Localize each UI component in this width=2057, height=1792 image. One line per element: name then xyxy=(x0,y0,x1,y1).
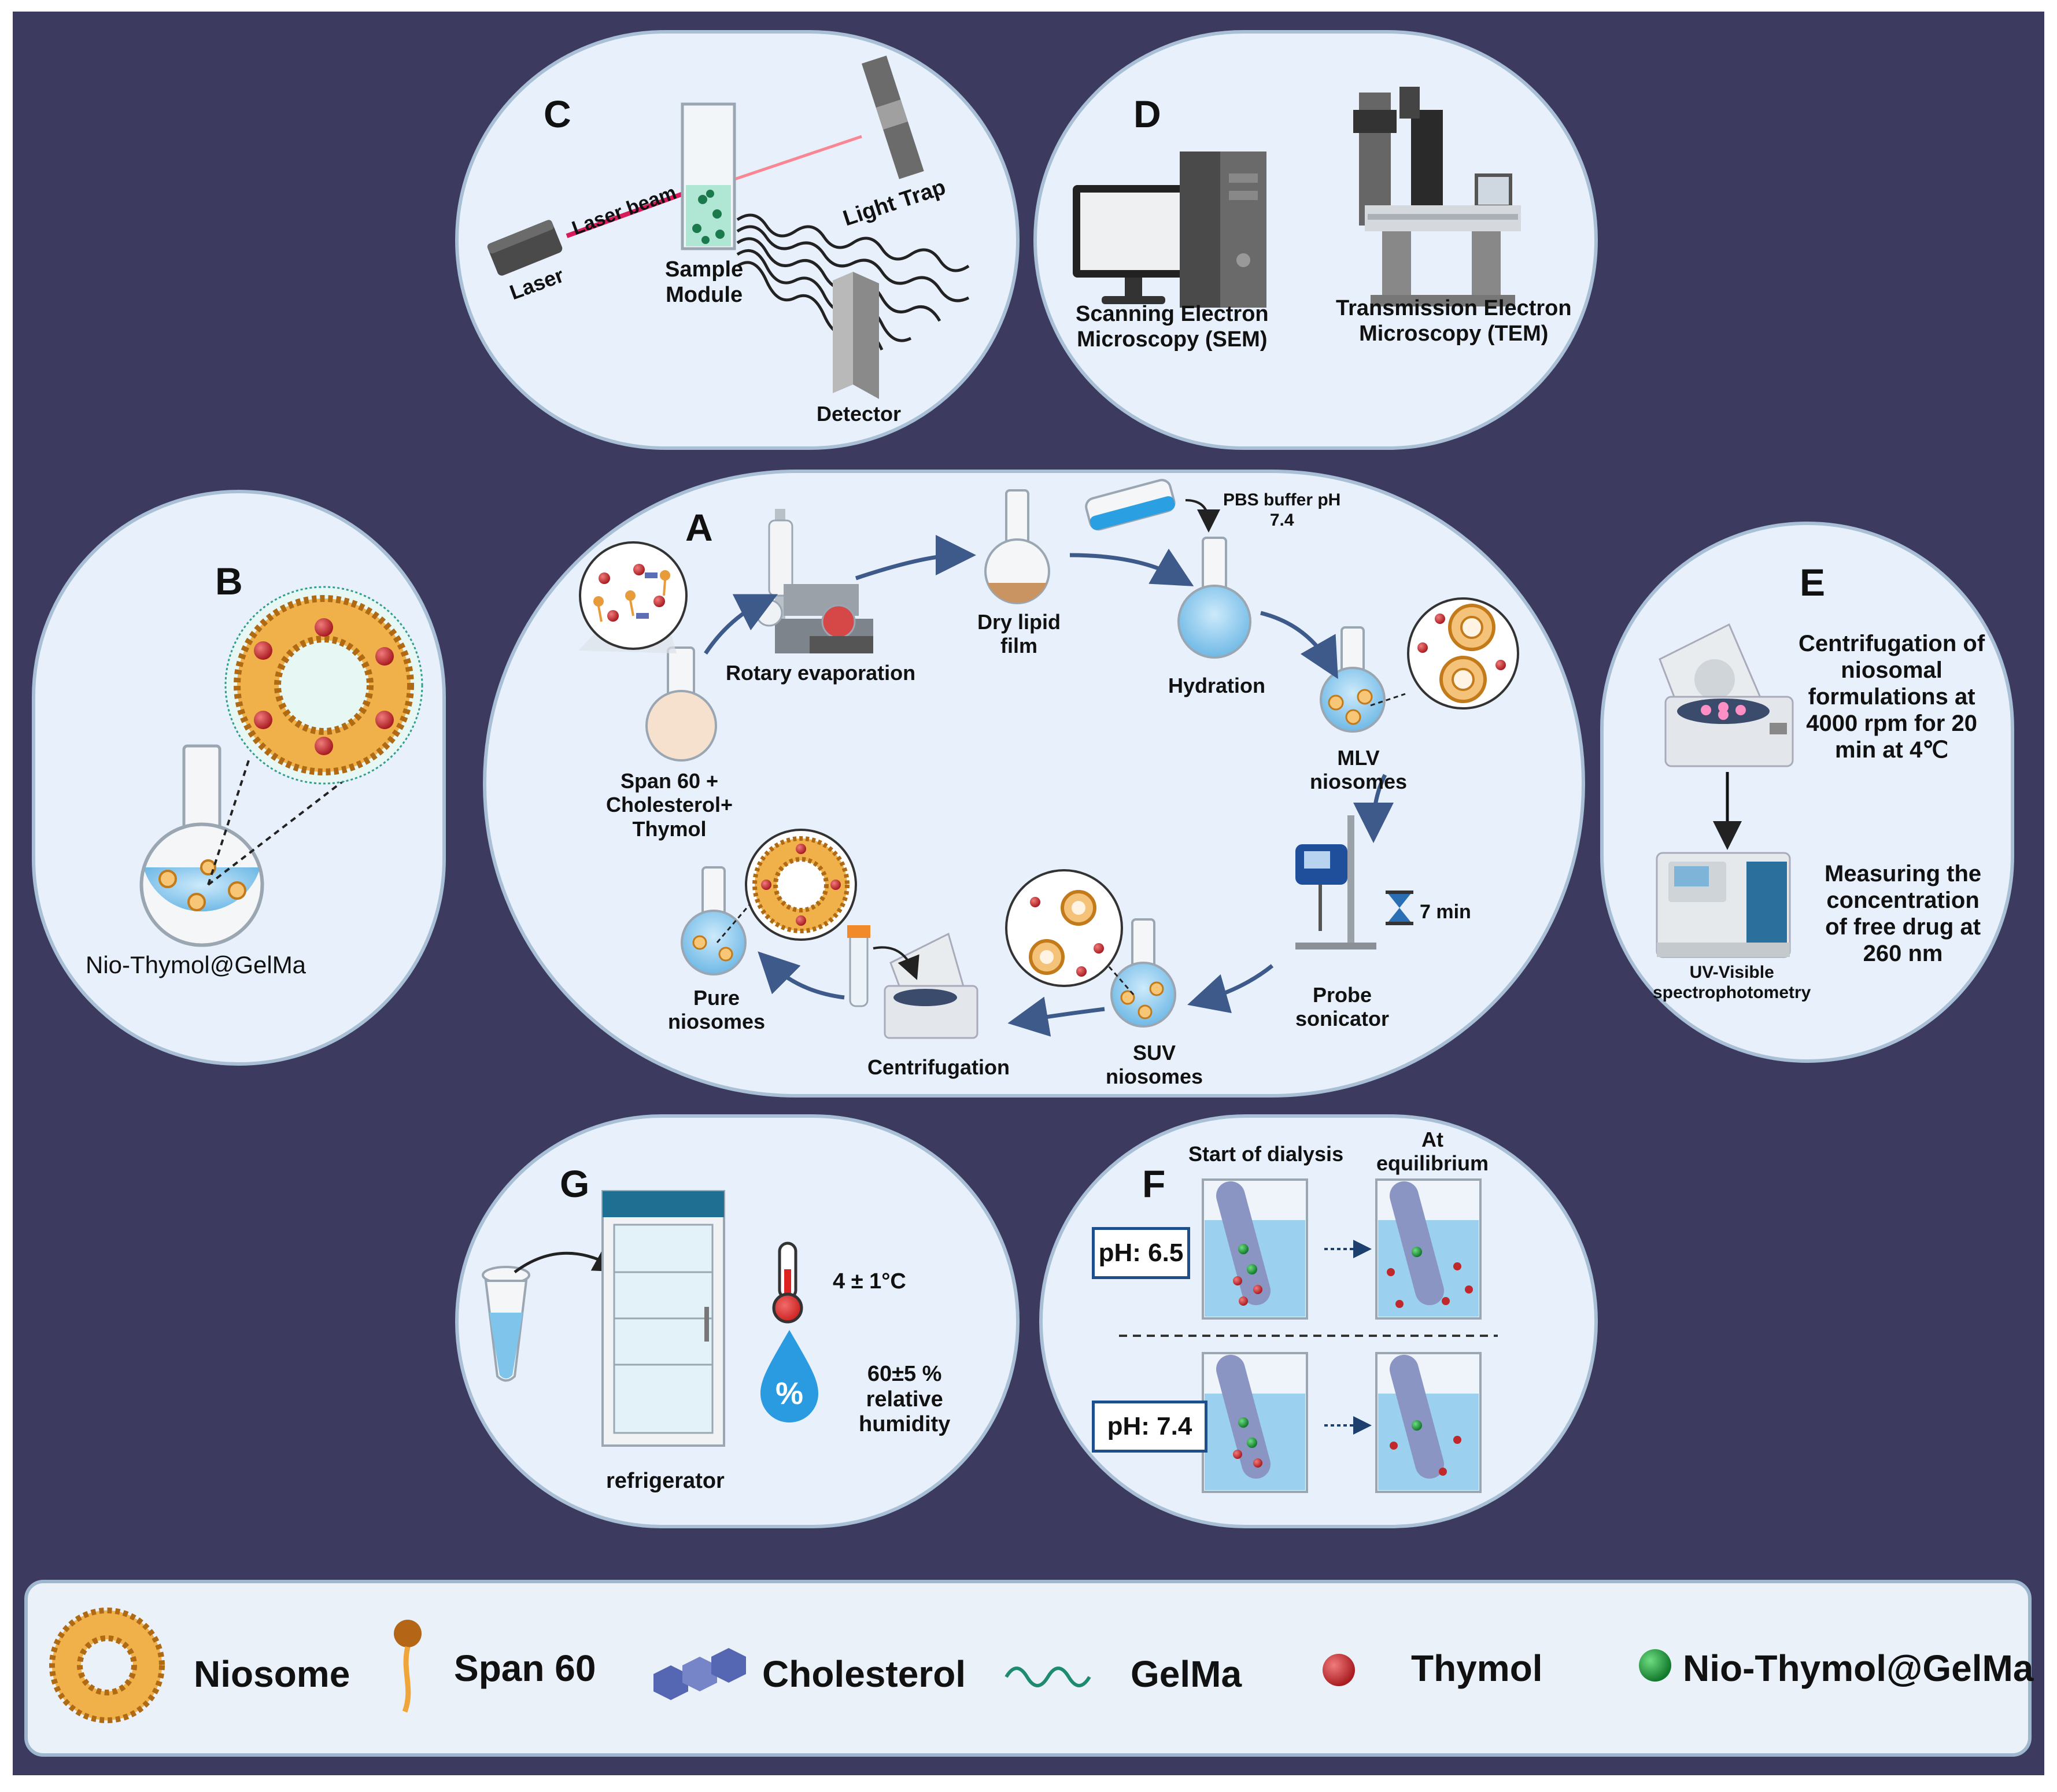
panel-c-letter: C xyxy=(544,93,571,135)
sample-module-label: Sample Module xyxy=(665,257,744,307)
flask-b xyxy=(139,744,264,947)
panel-b xyxy=(32,490,446,1066)
flask-suv xyxy=(1110,918,1176,1028)
centrifuge-a xyxy=(847,925,978,1039)
panel-b-letter: B xyxy=(215,560,243,603)
humidity-label: 60±5 % relative humidity xyxy=(859,1362,951,1437)
flask-hydration xyxy=(1177,537,1251,659)
panel-c xyxy=(455,30,1020,450)
e-measuring-text: Measuring the concentration of free drug… xyxy=(1825,861,1982,966)
uv-label: UV-Visible spectrophotometry xyxy=(1653,963,1811,1002)
start-dialysis-label: Start of dialysis xyxy=(1188,1142,1344,1166)
legend-span60-label: Span 60 xyxy=(454,1647,596,1689)
gelma-icon xyxy=(1005,1667,1091,1687)
beaker-eq-65 xyxy=(1375,1178,1482,1320)
beaker-start-65 xyxy=(1202,1178,1308,1320)
centrifuge-e xyxy=(1659,623,1794,767)
niosome-icon xyxy=(49,1608,165,1723)
legend-box xyxy=(24,1580,2032,1757)
mlv-zoom xyxy=(1407,597,1519,710)
nio-thymol-gelma-icon xyxy=(1639,1649,1671,1682)
refrigerator-icon xyxy=(601,1190,725,1447)
ingredient-circle xyxy=(579,541,688,650)
refrigerator-label: refrigerator xyxy=(606,1469,725,1493)
step-pure-label: Pure niosomes xyxy=(668,986,766,1034)
step-time-label: 7 min xyxy=(1420,901,1471,923)
humidity-icon: % xyxy=(760,1330,818,1422)
pure-zoom xyxy=(745,829,857,941)
equilibrium-label: At equilibrium xyxy=(1376,1128,1489,1176)
panel-d-letter: D xyxy=(1133,93,1161,135)
panel-f-letter: F xyxy=(1142,1162,1166,1205)
step-start-label: Span 60 + Cholesterol+ Thymol xyxy=(606,769,733,841)
panel-f xyxy=(1039,1114,1598,1528)
laser-device xyxy=(487,220,563,276)
sem-label: Scanning Electron Microscopy (SEM) xyxy=(1076,302,1269,352)
flask-start xyxy=(645,646,717,762)
flask-mlv xyxy=(1320,626,1386,733)
thymol-icon xyxy=(1323,1654,1355,1686)
light-trap xyxy=(862,56,924,179)
legend-nio-thymol-gelma-label: Nio-Thymol@GelMa xyxy=(1683,1647,2034,1689)
tem-label: Transmission Electron Microscopy (TEM) xyxy=(1336,296,1572,346)
pbs-buffer-flask xyxy=(1085,479,1220,533)
panel-a-letter: A xyxy=(685,506,713,549)
beaker-start-74 xyxy=(1202,1352,1308,1493)
tem-machine xyxy=(1353,87,1521,306)
step-suv-label: SUV niosomes xyxy=(1106,1041,1203,1089)
panel-e-letter: E xyxy=(1800,561,1826,604)
sem-computer xyxy=(1073,152,1266,308)
sample-module xyxy=(681,102,736,250)
niosome-large xyxy=(224,586,423,785)
step-dry-label: Dry lipid film xyxy=(977,610,1061,658)
laser-beam xyxy=(566,189,692,238)
hourglass-icon xyxy=(1386,891,1413,925)
step-hydration-label: Hydration xyxy=(1168,674,1266,697)
cholesterol-icon xyxy=(653,1648,746,1700)
svg-text:%: % xyxy=(775,1376,803,1411)
panel-d xyxy=(1033,30,1598,450)
flask-pure xyxy=(681,866,747,976)
suv-zoom xyxy=(1005,869,1123,987)
step-mlv-label: MLV niosomes xyxy=(1310,746,1408,794)
step-probe-label: Probe sonicator xyxy=(1295,983,1390,1031)
step-pbs-label: PBS buffer pH 7.4 xyxy=(1223,490,1341,530)
panel-g: % xyxy=(455,1114,1020,1528)
ph-65-box: pH: 6.5 xyxy=(1092,1227,1190,1279)
detector xyxy=(833,272,879,399)
uv-spectrophotometer xyxy=(1656,852,1791,958)
panel-g-letter: G xyxy=(560,1162,590,1205)
panel-a xyxy=(483,470,1585,1098)
legend-gelma-label: GelMa xyxy=(1131,1653,1242,1695)
legend-cholesterol-label: Cholesterol xyxy=(762,1653,966,1695)
e-centrifugation-text: Centrifugation of niosomal formulations … xyxy=(1799,631,1985,763)
flow-arrows xyxy=(704,535,1394,1037)
thermometer-icon xyxy=(772,1242,803,1324)
step-rotary-label: Rotary evaporation xyxy=(726,661,916,685)
detector-label: Detector xyxy=(817,402,902,426)
beaker-eq-74 xyxy=(1375,1352,1482,1493)
temperature-label: 4 ± 1°C xyxy=(833,1269,906,1294)
flask-dry xyxy=(984,489,1050,604)
panel-b-caption: Nio-Thymol@GelMa xyxy=(86,951,306,978)
probe-sonicator xyxy=(1295,815,1376,949)
legend-thymol-label: Thymol xyxy=(1411,1647,1543,1689)
span60-icon xyxy=(394,1620,422,1713)
legend-niosome-label: Niosome xyxy=(194,1653,350,1695)
step-centrifugation-label: Centrifugation xyxy=(867,1055,1010,1079)
panel-e xyxy=(1600,522,2014,1063)
ph-74-box: pH: 7.4 xyxy=(1092,1401,1207,1453)
